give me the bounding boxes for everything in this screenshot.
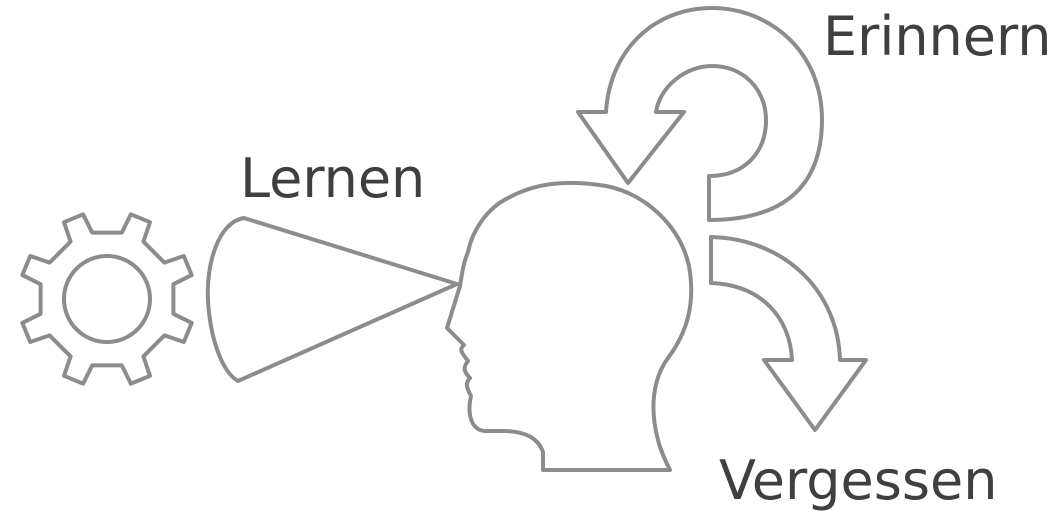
head-profile-icon bbox=[445, 180, 694, 472]
label-learn: Lernen bbox=[240, 147, 426, 210]
label-remember: Erinnern bbox=[823, 5, 1052, 68]
label-forget: Vergessen bbox=[719, 449, 998, 512]
curved-down-arrow-icon bbox=[709, 235, 868, 432]
gear-icon bbox=[20, 212, 194, 386]
circular-arrow-icon bbox=[576, 6, 824, 222]
funnel-icon bbox=[205, 216, 459, 383]
